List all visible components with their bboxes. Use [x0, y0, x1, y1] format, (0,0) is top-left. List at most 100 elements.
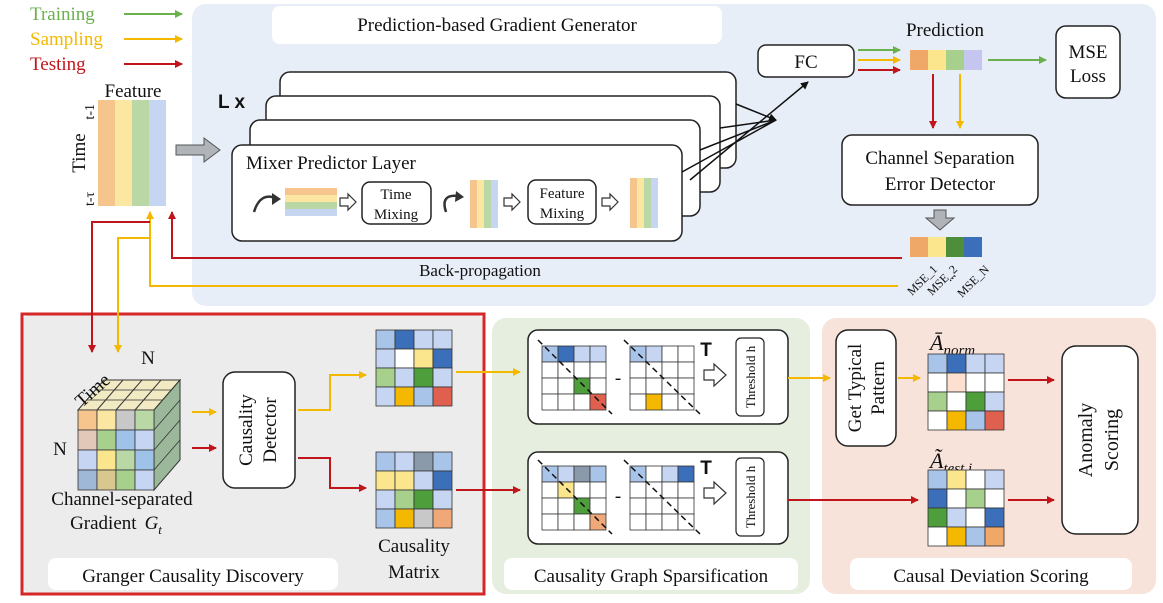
- small-arrow-2: [503, 192, 521, 212]
- input-to-cube-testing: [88, 221, 150, 353]
- legend-testing-label: Testing: [30, 54, 86, 75]
- generator-title: Prediction-based Gradient Generator: [357, 15, 637, 36]
- typical-pattern-label-1: Get Typical: [845, 344, 866, 433]
- small-arrow-3: [601, 192, 619, 212]
- gradient-label-1: Channel-separated: [51, 489, 193, 510]
- mse-vector-4: [946, 237, 964, 257]
- cds-title-tab: [850, 558, 1132, 590]
- cgs-diagonal-4: [623, 459, 701, 535]
- layer-to-fc-arrow: [689, 81, 809, 181]
- causality-matrix-testing: [375, 451, 453, 529]
- csed-label-2: Error Detector: [885, 174, 996, 195]
- input-arrow: [175, 137, 221, 163]
- cds-title: Causal Deviation Scoring: [893, 566, 1089, 587]
- cube-n-top-label: N: [141, 348, 155, 369]
- gcd-highlight-border: [20, 312, 486, 596]
- cgs-matrix-a-sampling: [541, 345, 607, 411]
- cube-n-left-label: N: [53, 439, 67, 460]
- mse-loss-label-2: Loss: [1070, 66, 1106, 87]
- gradient-cube: [76, 378, 182, 492]
- cgs-transpose-2: T: [700, 458, 712, 479]
- cgs-arrow-2: [703, 480, 727, 506]
- mse-vector-last: [964, 237, 982, 257]
- causality-detector-box: [222, 371, 296, 489]
- feature-mixing-box: [527, 179, 597, 225]
- legend-training-label: Training: [30, 4, 95, 25]
- time-mixing-box: [361, 181, 432, 225]
- csed-label-1: Channel Separation: [865, 148, 1015, 169]
- gradient-label-2: Gradient Gt: [70, 513, 162, 537]
- time-mixing-label-2: Mixing: [374, 207, 419, 223]
- a-norm-matrix: [927, 353, 1005, 431]
- mixer-layer-title: Mixer Predictor Layer: [246, 153, 417, 174]
- prediction-label: Prediction: [906, 20, 985, 41]
- stack-to-fc-arrow-2: [719, 119, 777, 129]
- time-axis-label: Time: [69, 133, 90, 172]
- a-norm-base: Ā: [928, 330, 944, 355]
- legend-sampling-label: Sampling: [30, 29, 103, 50]
- feature-label: Feature: [105, 81, 162, 102]
- fc-label: FC: [794, 52, 817, 73]
- stack-to-fc-arrow-4: [681, 119, 777, 173]
- threshold-box-2: [735, 457, 765, 537]
- anomaly-scoring-label-1: Anomaly: [1075, 403, 1097, 477]
- gradient-symbol: G: [145, 513, 159, 534]
- l-x-label: L x: [218, 92, 246, 113]
- backprop-testing-line: [168, 211, 902, 259]
- backprop-sampling-line: [146, 211, 898, 287]
- gcd-title: Granger Causality Discovery: [82, 566, 304, 587]
- typical-pattern-box: [835, 329, 897, 447]
- cgs-minus-1: -: [615, 368, 621, 389]
- cgs-minus-2: -: [615, 486, 621, 507]
- cgs-transpose-1: T: [700, 340, 712, 361]
- backprop-label: Back-propagation: [419, 261, 541, 280]
- cgs-title: Causality Graph Sparsification: [534, 566, 769, 587]
- mse-loss-label-1: MSE: [1068, 42, 1107, 63]
- cgs-diagonal-3: [537, 459, 613, 535]
- cgs-diagonal-1: [537, 339, 613, 415]
- threshold-label-1: Threshold h: [743, 345, 758, 408]
- t-minus-1-label: t-1: [83, 104, 98, 120]
- fc-box: [757, 44, 855, 78]
- mixer-matrix-vertical-1: [470, 180, 498, 228]
- cgs-title-tab: [504, 558, 798, 590]
- mse-loss-box: [1055, 25, 1121, 99]
- input-to-cube-sampling: [114, 237, 150, 353]
- typical-pattern-label-2: Pattern: [868, 361, 889, 415]
- prediction-vector: [910, 50, 982, 70]
- rotate-icon-2: [443, 194, 459, 213]
- detector-to-matrix-testing: [298, 457, 367, 492]
- cgs-matrix-a-testing: [541, 465, 607, 531]
- cgs-arrow-1: [703, 362, 727, 388]
- causality-detector-label-2: Detector: [260, 397, 281, 463]
- threshold-label-2: Threshold h: [743, 465, 758, 528]
- time-mixing-label-1: Time: [380, 187, 411, 203]
- csed-down-arrow: [924, 209, 956, 231]
- causality-matrix-label-2: Matrix: [388, 562, 440, 583]
- anomaly-scoring-label-2: Scoring: [1101, 409, 1123, 471]
- a-test-matrix: [927, 469, 1005, 547]
- causality-detector-label-1: Causality: [236, 394, 257, 466]
- mixer-matrix-horizontal: [285, 188, 337, 216]
- causality-matrix-label-1: Causality: [378, 536, 450, 557]
- threshold-box-1: [735, 337, 765, 417]
- gradient-label-2-text: Gradient: [70, 513, 137, 534]
- feature-mixing-label-2: Mixing: [540, 206, 585, 222]
- t-minus-tau-label: t-τ: [83, 191, 98, 206]
- anomaly-scoring-box: [1061, 345, 1139, 535]
- generator-title-tab: [272, 6, 722, 44]
- a-test-base: Ã: [928, 448, 944, 473]
- gradient-subscript: t: [158, 522, 162, 537]
- stack-to-fc-arrow-1: [735, 103, 777, 122]
- causality-matrix-sampling: [375, 329, 453, 407]
- gcd-title-tab: [48, 558, 338, 590]
- input-feature-matrix: [98, 100, 166, 206]
- feature-mixing-label-1: Feature: [540, 186, 585, 202]
- cgs-diagonal-2: [623, 339, 701, 415]
- stack-to-fc-arrow-3: [699, 119, 777, 151]
- mixer-matrix-vertical-2: [630, 178, 658, 228]
- csed-box: [841, 134, 1039, 206]
- detector-to-matrix-sampling: [298, 371, 367, 411]
- small-arrow-1: [339, 192, 357, 212]
